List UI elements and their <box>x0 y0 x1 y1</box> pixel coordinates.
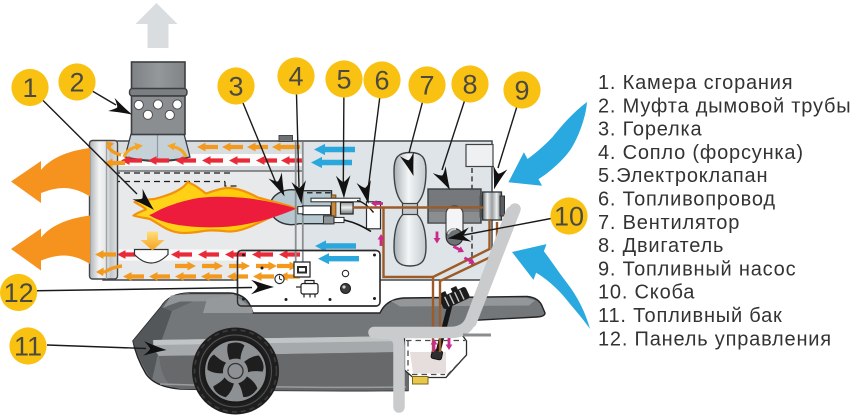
svg-text:2. Муфта дымовой трубы: 2. Муфта дымовой трубы <box>598 95 850 117</box>
svg-text:2: 2 <box>69 68 84 98</box>
svg-text:9: 9 <box>514 76 529 106</box>
svg-text:1. Камера сгорания: 1. Камера сгорания <box>598 72 793 94</box>
svg-text:6. Топливопровод: 6. Топливопровод <box>598 189 776 211</box>
svg-text:4. Сопло (форсунка): 4. Сопло (форсунка) <box>598 142 804 164</box>
svg-text:5.Электроклапан: 5.Электроклапан <box>598 165 768 187</box>
svg-text:12: 12 <box>4 278 34 308</box>
svg-text:3: 3 <box>228 72 243 102</box>
svg-text:11: 11 <box>14 332 42 362</box>
svg-text:4: 4 <box>288 62 303 92</box>
svg-text:1: 1 <box>22 73 37 103</box>
svg-text:7. Вентилятор: 7. Вентилятор <box>598 212 740 234</box>
svg-text:11. Топливный бак: 11. Топливный бак <box>598 305 783 327</box>
svg-text:9. Топливный насос: 9. Топливный насос <box>598 258 796 280</box>
svg-text:8. Двигатель: 8. Двигатель <box>598 235 724 257</box>
svg-text:12. Панель управления: 12. Панель управления <box>598 328 832 350</box>
svg-text:5: 5 <box>336 65 351 95</box>
svg-text:3. Горелка: 3. Горелка <box>598 119 702 141</box>
svg-text:6: 6 <box>374 66 389 96</box>
svg-text:8: 8 <box>462 70 477 100</box>
svg-text:7: 7 <box>419 71 434 101</box>
svg-text:10: 10 <box>554 202 584 232</box>
svg-text:10. Скоба: 10. Скоба <box>598 282 695 304</box>
